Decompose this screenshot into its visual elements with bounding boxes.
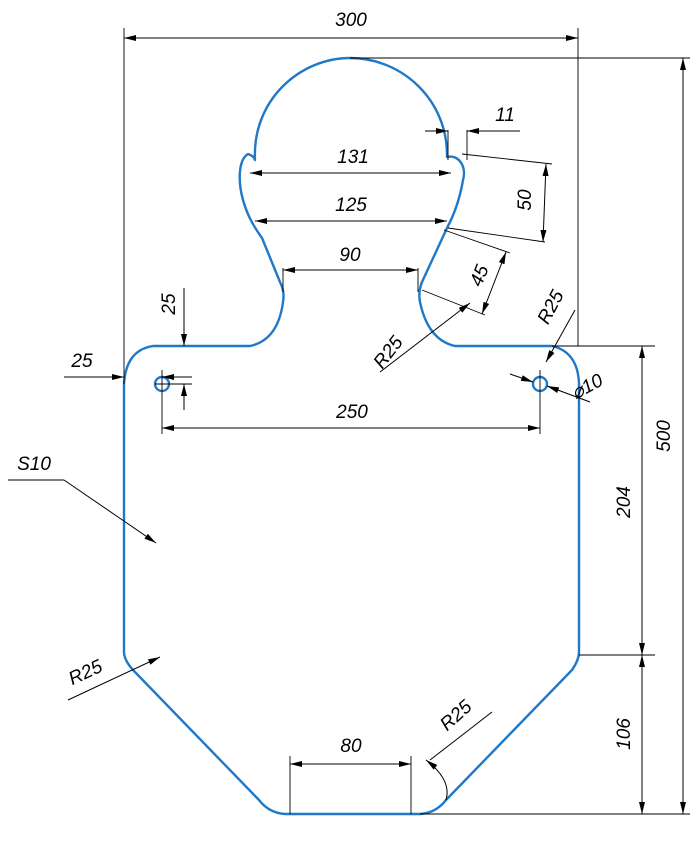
leader-hole-diameter-right bbox=[546, 385, 591, 403]
arc-radius-base bbox=[425, 759, 448, 801]
label-radius-shoulder: R25 bbox=[534, 287, 569, 328]
leader-thickness-arrow bbox=[63, 479, 157, 544]
leader-radius-base bbox=[429, 711, 493, 761]
label-hole-offset-x: 25 bbox=[70, 351, 93, 372]
dimension-lines bbox=[8, 35, 686, 814]
label-hole-offset-y: 25 bbox=[159, 293, 180, 316]
extension-lines bbox=[123, 28, 690, 815]
label-overall-width: 300 bbox=[335, 10, 367, 31]
label-thickness: S10 bbox=[17, 454, 51, 475]
label-hole-diameter: ⌀10 bbox=[568, 370, 607, 404]
leader-radius-lower-left bbox=[67, 656, 161, 701]
label-radius-base: R25 bbox=[436, 696, 476, 735]
label-ear-height: 50 bbox=[515, 189, 536, 211]
label-radius-neck: R25 bbox=[370, 332, 408, 373]
leader-radius-shoulder bbox=[545, 309, 576, 363]
label-neck-top-width: 125 bbox=[335, 195, 367, 216]
label-hole-spacing: 250 bbox=[335, 402, 368, 423]
target-silhouette-outline bbox=[122, 56, 581, 816]
label-neck-width: 90 bbox=[339, 245, 361, 266]
dim-line-neck-slope bbox=[481, 251, 507, 315]
label-chamfer-height: 106 bbox=[614, 718, 635, 750]
leader-hole-diameter-left bbox=[509, 373, 534, 383]
dimension-labels: 300 500 131 125 90 11 50 45 250 25 25 ⌀1… bbox=[17, 10, 675, 757]
label-neck-slope: 45 bbox=[466, 262, 494, 290]
label-shoulder-to-chamfer: 204 bbox=[614, 486, 635, 519]
leader-radius-neck bbox=[379, 302, 471, 373]
label-ear-width: 131 bbox=[337, 147, 369, 168]
label-overall-height: 500 bbox=[654, 420, 675, 452]
label-ear-offset: 11 bbox=[495, 105, 515, 126]
dim-line-ear-height bbox=[540, 163, 549, 243]
label-base-width: 80 bbox=[340, 736, 362, 757]
